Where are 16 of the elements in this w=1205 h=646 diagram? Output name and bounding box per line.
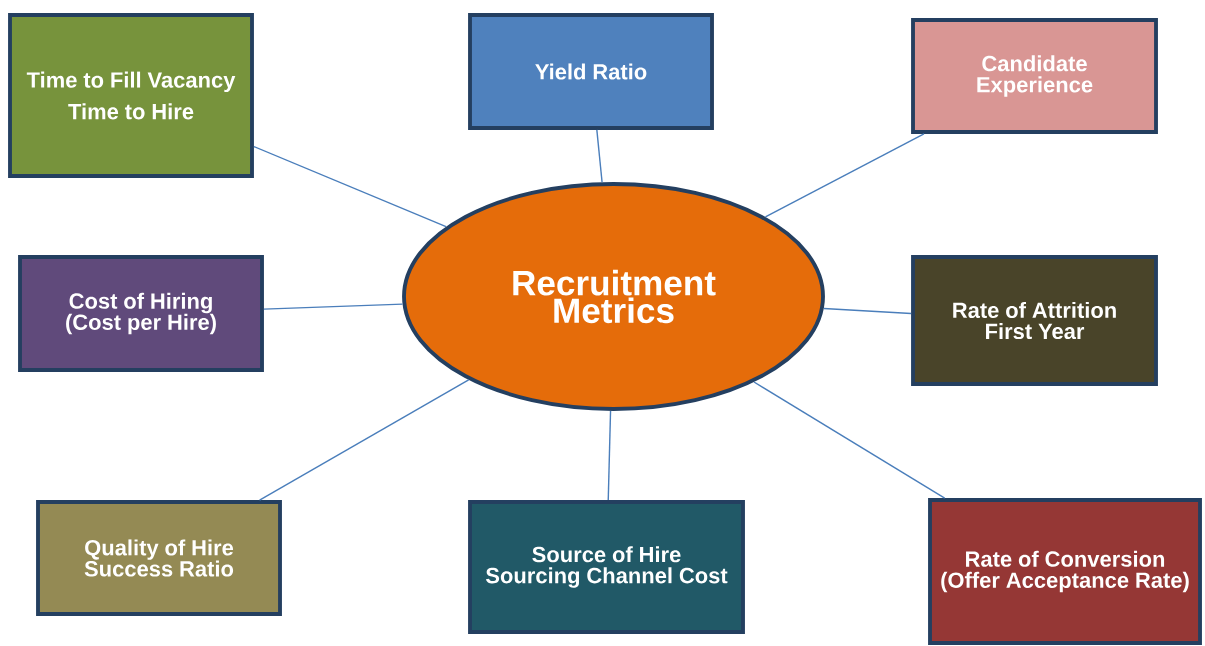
metric-box: Cost of Hiring (Cost per Hire) — [18, 255, 264, 372]
connector-line — [764, 133, 925, 218]
metric-box: Candidate Experience — [911, 18, 1158, 134]
metric-box: Source of Hire Sourcing Channel Cost — [468, 500, 745, 634]
connector-line — [263, 303, 404, 310]
metric-box: Yield Ratio — [468, 13, 714, 130]
connector-line — [253, 145, 447, 228]
connector-line — [596, 129, 603, 183]
metric-box: Quality of Hire Success Ratio — [36, 500, 282, 616]
connector-line — [823, 307, 912, 315]
metric-box: Time to Fill Vacancy Time to Hire — [8, 13, 254, 178]
metric-box: Rate of Attrition First Year — [911, 255, 1158, 386]
metric-box: Rate of Conversion (Offer Acceptance Rate) — [928, 498, 1202, 645]
connector-line — [607, 410, 612, 501]
connector-line — [258, 379, 470, 501]
connector-line — [753, 381, 946, 499]
